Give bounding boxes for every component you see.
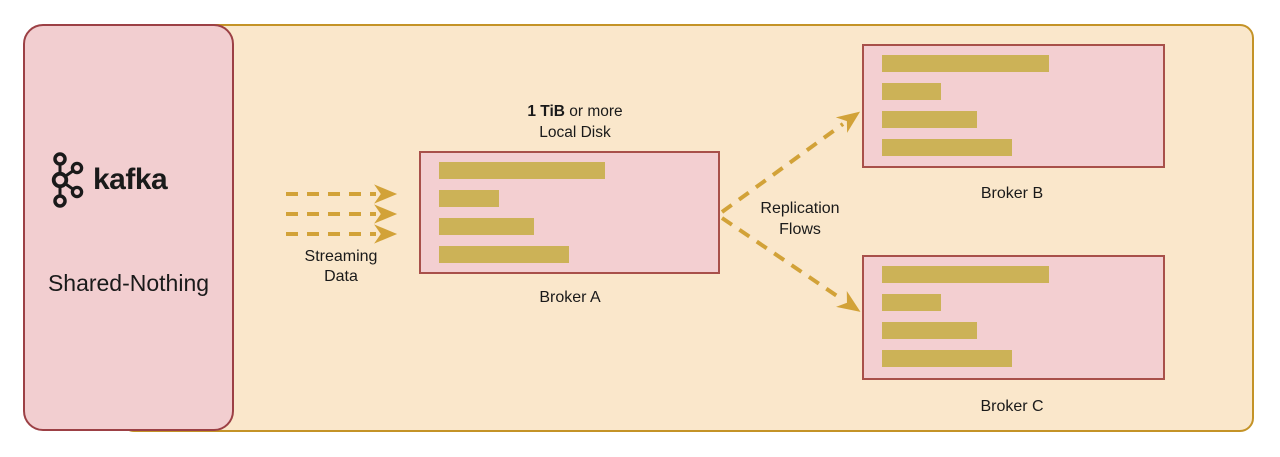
log-segment-bar [439,218,534,235]
broker-a-label: Broker A [539,289,601,306]
streaming-data-label-line2: Data [324,268,358,285]
replication-flows-label: Replication Flows [740,198,860,240]
streaming-data-label-line1: Streaming [304,248,378,265]
log-segment-bar [882,294,941,311]
replication-flows-label-line2: Flows [779,221,821,238]
replication-flows-label-line1: Replication [760,200,840,217]
disk-size-rest: or more [564,103,623,120]
log-segment-bar [882,266,1049,283]
log-segment-bar [882,322,977,339]
broker-c-label: Broker C [980,398,1044,415]
broker-b-box [862,44,1165,168]
log-segment-bar [882,139,1012,156]
log-segment-bar [439,246,569,263]
log-segment-bar [882,111,977,128]
log-segment-bar [882,350,1012,367]
kafka-logo-icon [51,152,84,208]
log-segment-bar [439,190,499,207]
broker-a-box [419,151,720,274]
disk-size-bold: 1 TiB [527,103,565,120]
log-segment-bar [882,55,1049,72]
log-segment-bar [439,162,605,179]
broker-b-label: Broker B [980,185,1044,202]
local-disk-line: Local Disk [539,124,611,141]
kafka-logo: kafka [50,151,168,209]
local-disk-note: 1 TiB or more Local Disk [475,101,675,143]
kafka-logo-text: kafka [93,163,168,196]
disk-size-line: 1 TiB or more [475,101,675,122]
kafka-panel: kafka Shared-Nothing [23,24,234,431]
broker-c-box [862,255,1165,380]
log-segment-bar [882,83,941,100]
streaming-data-label: Streaming Data [281,247,401,287]
shared-nothing-label: Shared-Nothing [47,270,210,296]
